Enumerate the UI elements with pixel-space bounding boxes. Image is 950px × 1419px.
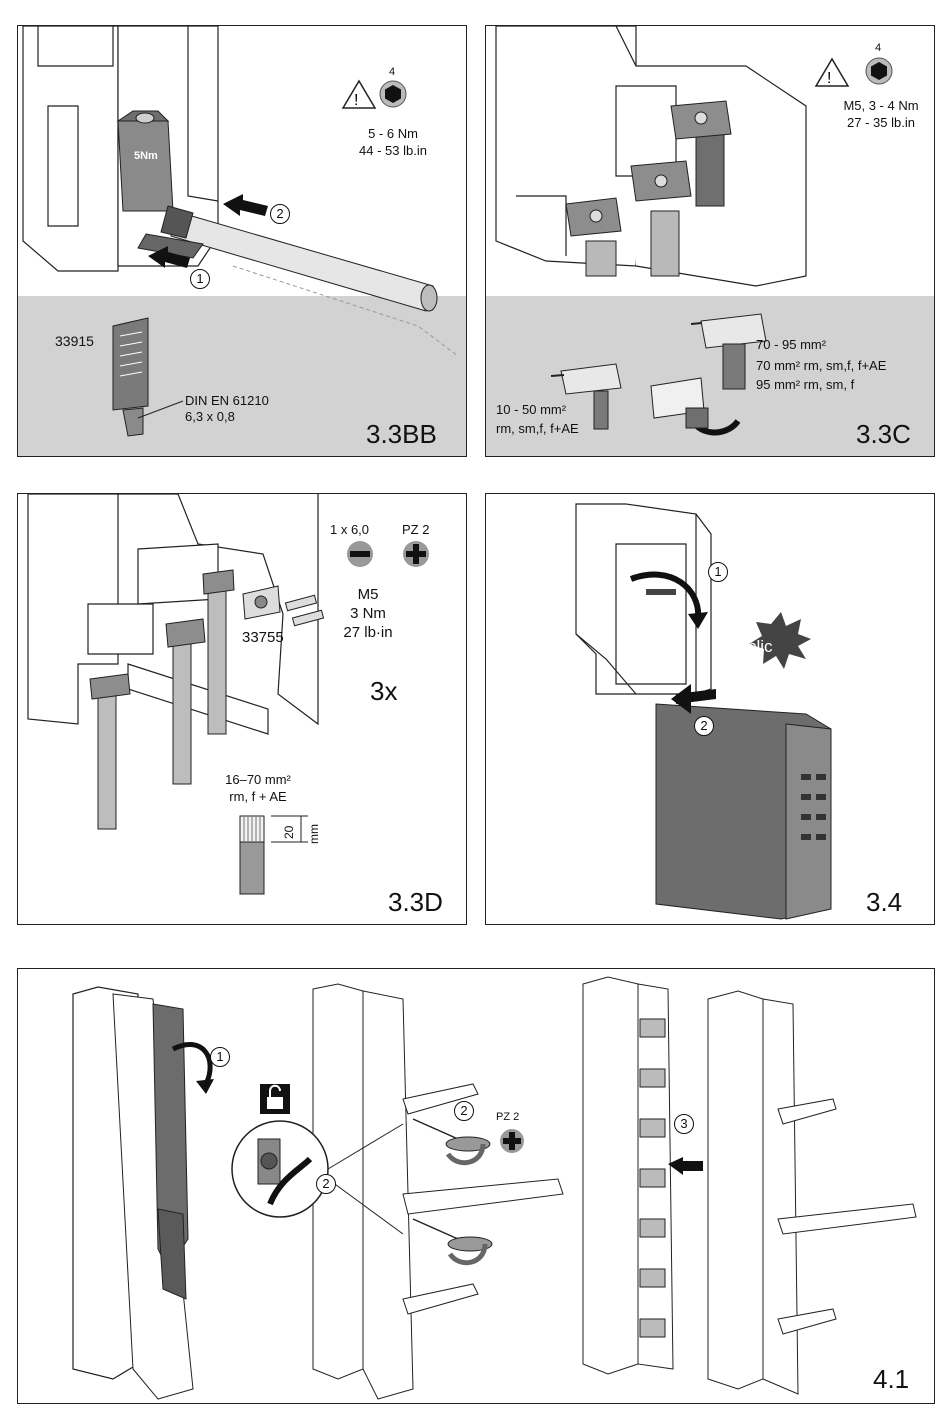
blade-size: 1 x 6,0 (330, 522, 369, 538)
step-2-marker: 2 (270, 204, 290, 224)
pz-label: PZ 2 (496, 1109, 519, 1125)
cover (656, 704, 831, 919)
svg-text:!: ! (354, 92, 358, 109)
panel-3-3d: 1 x 6,0 PZ 2 M5 3 Nm 27 lb·in 33755 3x 1… (17, 493, 467, 925)
small-terminal-detail (551, 364, 621, 429)
torque-nm: 5 - 6 Nm (343, 126, 443, 142)
switch-unit-right (708, 991, 916, 1394)
figure-code: 3.3D (388, 888, 443, 916)
cable-range: 16–70 mm² (208, 772, 308, 788)
dimension-label: 6,3 x 0,8 (185, 409, 235, 425)
pz-label: PZ 2 (402, 522, 429, 538)
large-types-95: 95 mm² rm, sm, f (756, 377, 854, 393)
small-types: rm, sm,f, f+AE (496, 421, 579, 437)
hex-bit-icon (380, 81, 406, 107)
terminal-block-illustration: ! (486, 26, 935, 457)
clip-torque-label: 5Nm (134, 148, 158, 164)
hex-size-label: 4 (389, 64, 395, 80)
spec-line-2: 27 - 35 lb.in (831, 115, 931, 131)
warning-icon: ! (343, 81, 375, 109)
figure-code: 4.1 (873, 1365, 909, 1393)
step-2b-marker: 2 (316, 1174, 336, 1194)
phillips-screwdriver-icon (500, 1129, 524, 1153)
step-2-marker: 2 (694, 716, 714, 736)
step-1-marker: 1 (190, 269, 210, 289)
strip-unit: mm (306, 824, 322, 844)
figure-code: 3.4 (866, 888, 902, 916)
panel-3-3c: ! 4 M5, 3 - 4 Nm 27 - 35 lb.in 70 - 95 m… (485, 25, 935, 457)
step-1-marker: 1 (210, 1047, 230, 1067)
small-range: 10 - 50 mm² (496, 402, 566, 418)
figure-code: 3.3BB (366, 420, 437, 448)
cable-types: rm, f + AE (208, 789, 308, 805)
panel-3-3bb: ! 4 5 - 6 Nm 44 - 53 lb.in 5Nm 1 2 33915… (17, 25, 467, 457)
large-types-70: 70 mm² rm, sm,f, f+AE (756, 358, 886, 374)
fuse-switch-assembly-illustration (18, 969, 935, 1404)
part-33755 (243, 586, 324, 626)
svg-text:!: ! (827, 70, 831, 87)
panel-3-4: clic 1 2 3.4 (485, 493, 935, 925)
part-number: 33755 (242, 630, 284, 646)
switch-unit-left (73, 987, 214, 1399)
panel-4-1: 1 2 2 3 PZ 2 4.1 (17, 968, 935, 1404)
spec-line-1: M5, 3 - 4 Nm (831, 98, 931, 114)
unlock-icon (260, 1084, 290, 1114)
screw-terminal-illustration (18, 494, 467, 925)
base-unit-right (583, 977, 673, 1374)
torque-lbin: 44 - 53 lb.in (343, 143, 443, 159)
hex-size-label: 4 (875, 40, 881, 56)
step-3-marker: 3 (674, 1114, 694, 1134)
cover-fitting-illustration (486, 494, 935, 925)
thread-size: M5 (338, 587, 398, 603)
strip-length: 20 (281, 826, 297, 839)
torque-nm: 3 Nm (338, 606, 398, 622)
hex-bit-icon (866, 58, 892, 84)
phillips-screwdriver-icon (403, 541, 429, 567)
stripped-cable (240, 816, 308, 894)
fuse-tab-detail (113, 318, 183, 436)
large-range: 70 - 95 mm² (756, 337, 826, 353)
standard-label: DIN EN 61210 (185, 393, 269, 409)
clic-label: clic (748, 637, 773, 657)
switch-unit-middle (313, 984, 563, 1399)
large-terminal-detail (691, 314, 766, 389)
step-1-marker: 1 (708, 562, 728, 582)
figure-code: 3.3C (856, 420, 911, 448)
part-number: 33915 (55, 333, 94, 349)
step-2-marker: 2 (454, 1101, 474, 1121)
torque-lbin: 27 lb·in (328, 625, 408, 641)
warning-icon: ! (816, 59, 848, 87)
repeat-count: 3x (370, 676, 397, 707)
blade-screwdriver-icon (347, 541, 373, 567)
